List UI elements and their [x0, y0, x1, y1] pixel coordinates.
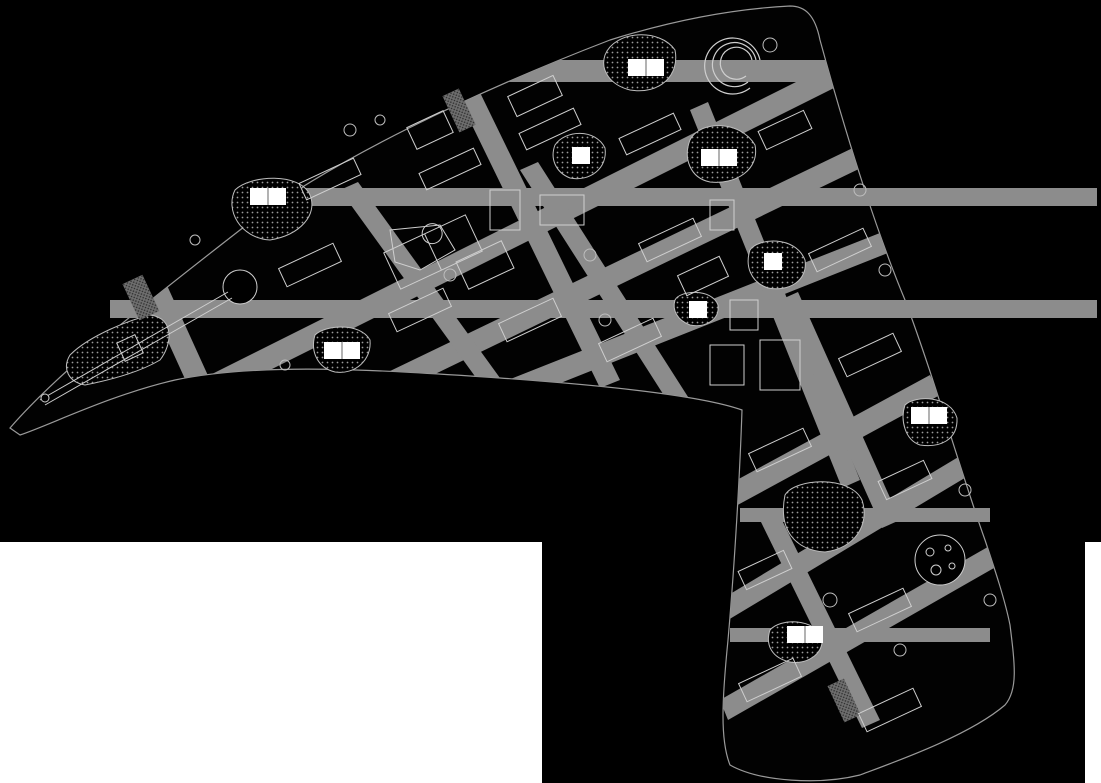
road-avenue-3	[740, 508, 990, 522]
plaza-strip-2	[442, 88, 476, 133]
sports-court	[383, 214, 483, 290]
road-cross-3	[520, 162, 690, 408]
label-box-4	[701, 149, 737, 166]
label-box-8	[911, 407, 947, 424]
label-box-2	[628, 59, 664, 76]
label-box-7	[324, 342, 360, 359]
circular-pond	[914, 534, 966, 586]
amphitheatre-arcs	[704, 37, 761, 95]
label-box-9	[787, 626, 823, 643]
road-avenue-2	[110, 300, 1097, 318]
road-cross-2	[340, 182, 500, 386]
label-box-5	[764, 253, 782, 270]
road-diag-1	[120, 60, 850, 440]
road-cross-7	[760, 512, 880, 728]
building-blocks	[277, 74, 933, 733]
label-boxes	[250, 59, 947, 643]
label-box-1	[250, 188, 286, 205]
park-9	[783, 481, 865, 553]
label-box-3	[572, 147, 590, 164]
road-avenue-1	[300, 188, 1097, 206]
park-west	[66, 314, 170, 386]
road-diag-4	[700, 375, 940, 520]
trees	[189, 37, 997, 657]
plaza-strip-1	[122, 274, 160, 321]
roundabout-west	[222, 269, 258, 305]
label-box-6	[689, 301, 707, 318]
plaza-strip-3	[827, 678, 861, 723]
road-cross-6	[780, 292, 900, 528]
promenade	[39, 291, 233, 406]
